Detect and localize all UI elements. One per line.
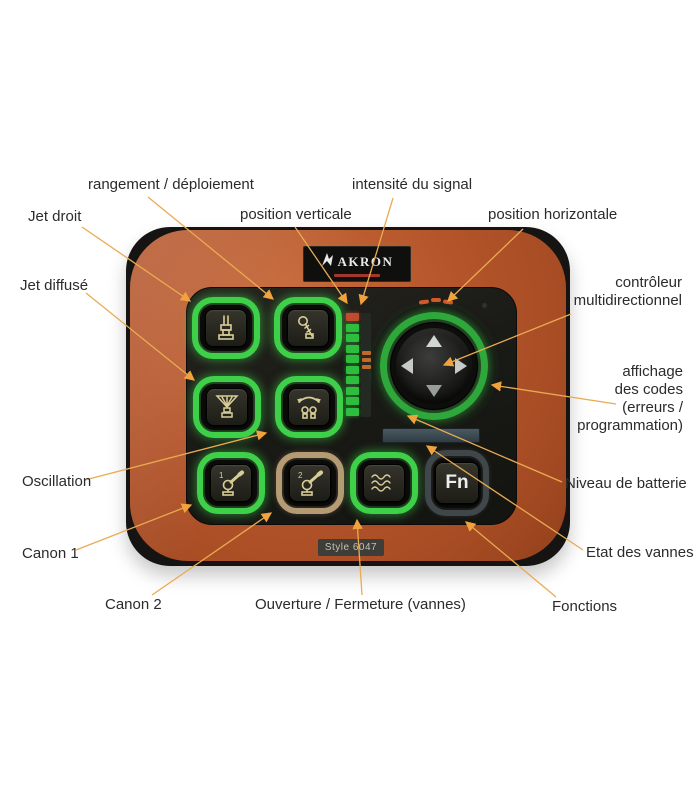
stow-deploy-button[interactable] — [274, 297, 342, 359]
label-jet-droit: Jet droit — [28, 208, 82, 225]
monitor-2-icon: 2 — [298, 470, 324, 496]
stow-deploy-icon — [298, 316, 314, 339]
straight-jet-button[interactable] — [192, 297, 260, 359]
valves-open-close-button[interactable] — [350, 452, 418, 514]
brand-plate: AKRON — [303, 246, 411, 282]
down-arrow-icon[interactable] — [426, 385, 442, 397]
svg-text:1: 1 — [219, 471, 224, 480]
vertical-position-led-bar — [346, 313, 359, 416]
label-oscillation: Oscillation — [22, 473, 92, 490]
model-label: Style 6047 — [318, 539, 384, 556]
signal-led — [362, 358, 371, 362]
svg-text:2: 2 — [298, 471, 303, 480]
akron-logo-icon — [321, 252, 334, 272]
straight-jet-icon — [218, 315, 234, 340]
monitor-1-icon: 1 — [219, 470, 245, 496]
brand-name: AKRON — [337, 253, 394, 269]
valve-status-display — [382, 428, 480, 443]
fog-jet-icon — [215, 395, 239, 418]
label-rangement: rangement / déploiement — [88, 176, 254, 193]
fn-label: Fn — [445, 472, 469, 493]
left-arrow-icon[interactable] — [401, 358, 413, 374]
fog-jet-button[interactable] — [193, 376, 261, 438]
canon-2-button[interactable]: 2 — [276, 452, 344, 514]
label-position-verticale: position verticale — [240, 206, 352, 223]
label-position-horizontale: position horizontale — [488, 206, 618, 223]
label-etat-vannes: Etat des vannes — [586, 544, 694, 561]
oscillation-button[interactable] — [275, 376, 343, 438]
horizontal-position-led — [431, 298, 441, 302]
label-ouverture: Ouverture / Fermeture (vannes) — [255, 596, 466, 613]
label-controleur: contrôleur multidirectionnel — [573, 274, 682, 309]
label-canon-2: Canon 2 — [105, 596, 162, 613]
label-niveau-batterie: Niveau de batterie — [565, 475, 687, 492]
label-intensite-signal: intensité du signal — [352, 176, 473, 193]
signal-led — [362, 351, 371, 355]
canon-1-button[interactable]: 1 — [197, 452, 265, 514]
status-led — [482, 303, 487, 308]
up-arrow-icon[interactable] — [426, 335, 442, 347]
water-waves-icon — [371, 474, 391, 492]
label-canon-1: Canon 1 — [22, 545, 79, 562]
label-affichage-codes: affichage des codes (erreurs / programma… — [577, 363, 683, 434]
right-arrow-icon[interactable] — [455, 358, 467, 374]
fn-button[interactable]: Fn — [425, 450, 489, 516]
label-jet-diffuse: Jet diffusé — [20, 277, 89, 294]
oscillation-icon — [297, 396, 321, 419]
signal-led — [362, 365, 371, 369]
label-fonctions: Fonctions — [552, 598, 618, 615]
brand-subtext-bar — [334, 273, 380, 277]
